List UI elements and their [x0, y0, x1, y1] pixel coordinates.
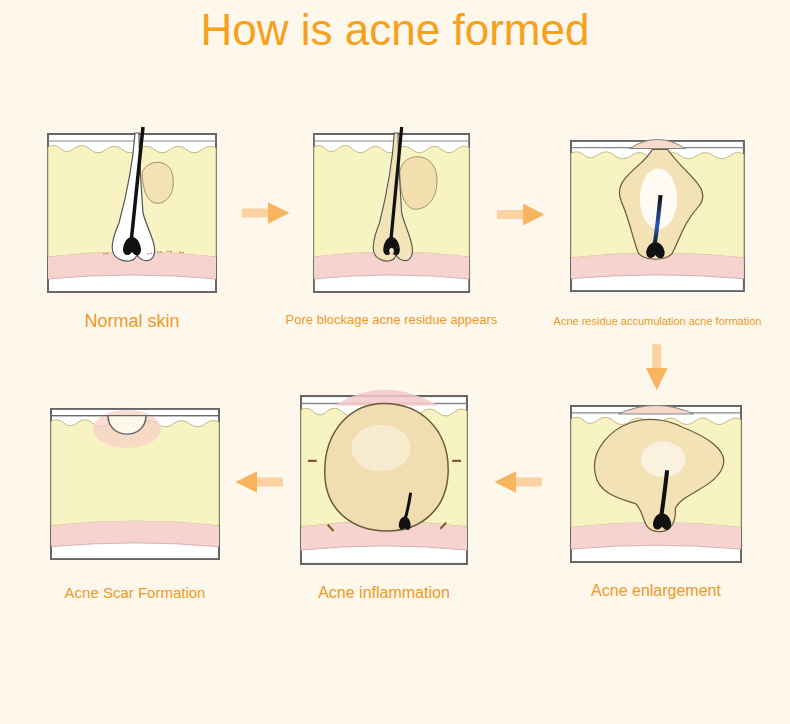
skin-illustration-part	[142, 162, 173, 203]
skin-illustration-part	[301, 396, 467, 564]
skin-illustration-part	[131, 127, 143, 243]
acne-inflammation-figure	[301, 390, 467, 564]
skin-illustration-part	[630, 140, 686, 149]
stage-caption: Normal skin	[84, 311, 179, 332]
skin-illustration-part	[108, 416, 146, 435]
skin-illustration-part	[661, 470, 667, 517]
skin-illustration-part	[400, 157, 437, 210]
stage-caption: Acne Scar Formation	[65, 584, 206, 601]
flow-arrow	[652, 344, 661, 372]
stage-caption: Acne inflammation	[318, 584, 450, 602]
flow-arrow	[497, 210, 527, 219]
stage-panel: Pore blockage acne residue appears	[313, 133, 470, 293]
residue-accumulation-figure	[571, 140, 744, 292]
skin-illustration-part	[383, 237, 400, 255]
skin-illustration-part	[641, 442, 686, 478]
skin-illustration-part	[308, 461, 461, 531]
pore-blockage-figure	[314, 127, 469, 292]
skin-illustration-part	[653, 513, 671, 530]
skin-illustration-part	[399, 517, 411, 530]
stage-caption: Pore blockage acne residue appears	[286, 313, 498, 328]
stage-caption: Acne enlargement	[591, 582, 721, 600]
skin-illustration-part	[595, 419, 724, 531]
stage-panel: Acne residue accumulation acne formation	[570, 140, 745, 292]
stage-panel: Acne inflammation	[300, 395, 468, 565]
acne-scar-figure	[51, 409, 219, 559]
skin-illustration-part	[112, 133, 154, 261]
skin-illustration-part	[123, 237, 141, 255]
diagram-title: How is acne formed	[0, 2, 790, 58]
normal-skin-figure	[48, 127, 216, 292]
skin-illustration-part	[391, 127, 402, 243]
skin-illustration-part	[619, 405, 694, 413]
skin-illustration-part	[571, 141, 744, 291]
skin-illustration-part	[373, 133, 412, 261]
skin-illustration-part	[351, 425, 410, 472]
stage-panel: Acne enlargement	[570, 405, 742, 563]
skin-illustration-part	[51, 409, 219, 559]
flow-arrow	[253, 478, 283, 487]
skin-illustration-part	[646, 242, 665, 258]
stage-panel: Acne Scar Formation	[50, 408, 220, 560]
skin-illustration-part	[389, 248, 394, 254]
skin-illustration-part	[654, 195, 660, 246]
skin-illustration-part	[325, 404, 449, 532]
skin-illustration-part	[48, 134, 216, 292]
flow-arrow	[242, 209, 272, 218]
skin-illustration-part	[103, 251, 185, 254]
skin-illustration-part	[51, 415, 219, 416]
stage-caption: Acne residue accumulation acne formation	[554, 315, 762, 328]
stage-panel: Normal skin	[47, 133, 217, 293]
skin-illustration-part	[571, 406, 741, 562]
skin-illustration-part	[405, 493, 411, 521]
flow-arrow	[512, 478, 542, 487]
skin-illustration-part	[619, 150, 702, 260]
acne-enlargement-figure	[571, 405, 741, 562]
skin-illustration-part	[314, 134, 469, 292]
